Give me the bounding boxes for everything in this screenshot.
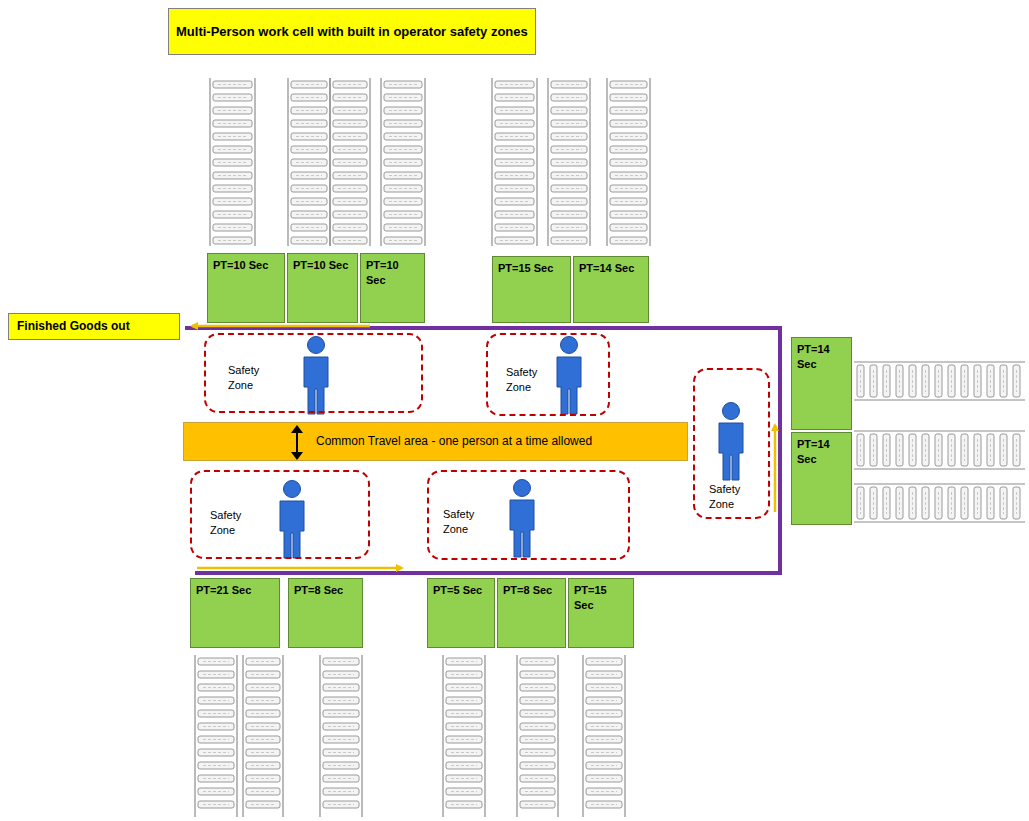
rack-symbol [854,484,1025,522]
rack-symbol [195,655,237,817]
rack-symbol [243,655,283,817]
rack-symbol [492,78,537,246]
operator-figure [557,337,581,415]
process-box: PT=15 Sec [492,256,571,323]
node-text: PT=10 Sec [293,258,352,273]
process-box: PT=8 Sec [497,578,566,648]
process-box: PT=10 Sec [360,253,425,323]
flow-arrow [774,425,777,512]
rack-symbol [330,78,370,246]
node-text: Safety Zone [210,508,258,539]
node-text: PT=10 Sec [366,258,419,288]
double-arrow-symbol [287,423,307,462]
node-text: PT=5 Sec [433,583,489,598]
node-text: PT=10 Sec [213,258,279,273]
operator-figure [304,337,328,415]
process-box: PT=5 Sec [427,578,495,648]
node-text: Safety Zone [506,365,554,396]
rack-symbol [517,655,558,817]
flow-arrow [192,325,370,328]
process-box: PT=15 Sec [568,578,634,648]
process-box: PT=8 Sec [288,578,363,648]
rack-symbol [583,655,625,817]
rack-symbol [288,78,330,246]
node-text: PT=8 Sec [503,583,560,598]
safety-zone: Safety Zone [204,333,423,413]
node-text: PT=15 Sec [574,583,628,613]
safety-zone: Safety Zone [427,470,630,560]
process-box: PT=14 Sec [791,337,852,430]
node-text: PT=21 Sec [196,583,274,598]
rack-symbol [548,78,590,246]
node-text: Common Travel area - one person at a tim… [316,434,592,448]
operator-figure [510,480,534,558]
output-box: Finished Goods out [8,313,180,340]
safety-zone: Safety Zone [693,368,770,519]
operator-figure [280,481,304,559]
title-text: Multi-Person work cell with built in ope… [176,24,528,39]
node-text: PT=14 Sec [797,437,846,467]
rack-symbol [210,78,255,246]
node-text: PT=14 Sec [579,261,643,276]
rack-symbol [607,78,650,246]
process-box: PT=14 Sec [791,432,852,525]
flow-arrow [197,567,402,570]
rack-symbol [854,431,1025,469]
safety-zone: Safety Zone [190,470,370,559]
operator-figure [719,403,743,481]
process-box: PT=10 Sec [287,253,358,323]
node-text: PT=15 Sec [498,261,565,276]
node-text: PT=14 Sec [797,342,846,372]
rack-symbol [854,362,1025,400]
process-box: PT=14 Sec [573,256,649,323]
process-box: PT=10 Sec [207,253,285,323]
node-text: Finished Goods out [17,319,171,333]
node-text: PT=8 Sec [294,583,357,598]
safety-zone: Safety Zone [486,333,610,416]
rack-symbol [443,655,485,817]
rack-symbol [381,78,425,246]
node-text: Safety Zone [443,507,491,538]
node-text: Safety Zone [709,482,757,513]
travel-band: Common Travel area - one person at a tim… [183,422,688,461]
process-box: PT=21 Sec [190,578,280,648]
node-text: Safety Zone [228,363,276,394]
rack-symbol [320,655,362,817]
title-banner: Multi-Person work cell with built in ope… [168,8,536,55]
